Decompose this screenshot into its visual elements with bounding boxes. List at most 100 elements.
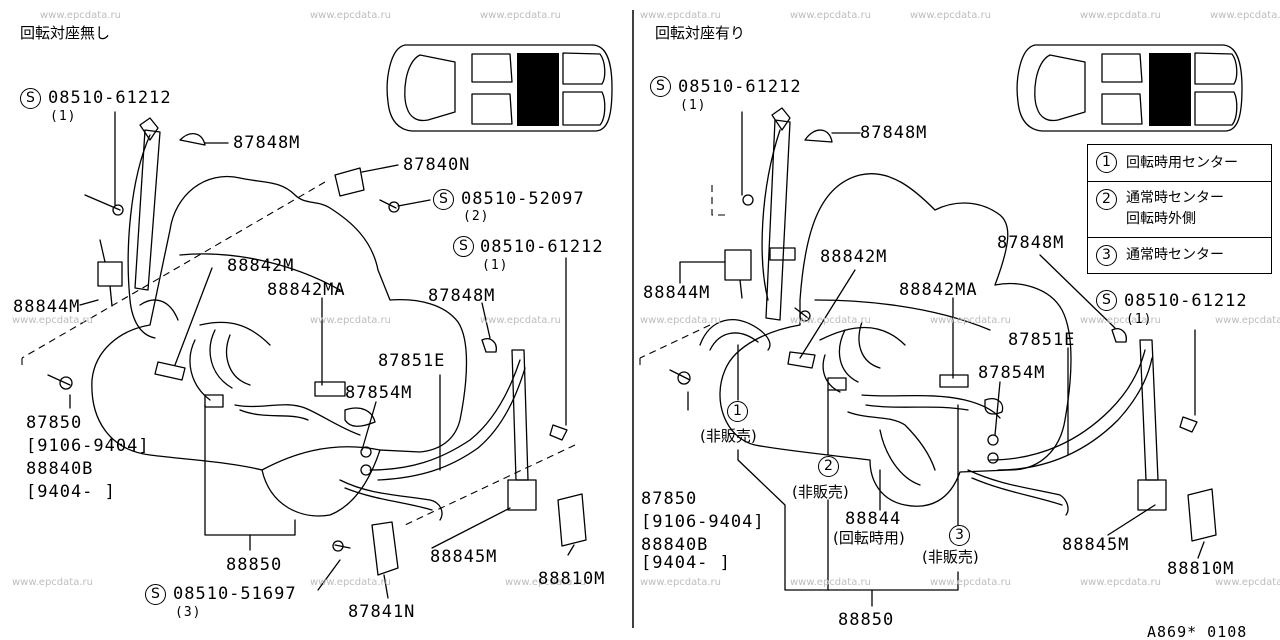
part-label: 88845M: [1062, 535, 1130, 555]
left-leader-lines: [69, 111, 575, 599]
watermark: www.epcdata.ru: [640, 577, 721, 588]
part-label: 87850: [641, 489, 698, 509]
legend-number-badge: 1: [1096, 152, 1117, 173]
part-label: 87854M: [978, 363, 1046, 383]
part-label: 88844M: [643, 283, 711, 303]
watermark: www.epcdata.ru: [505, 577, 586, 588]
left-panel-title: 回転対座無し: [20, 24, 111, 42]
part-label: 87854M: [345, 383, 413, 403]
date-range-label: [9404- ]: [26, 482, 116, 502]
quantity-label: (1): [1126, 312, 1153, 327]
watermark: www.epcdata.ru: [1215, 315, 1280, 326]
part-label: 88842MA: [267, 280, 346, 300]
quantity-label: (1): [680, 98, 707, 113]
not-for-sale-note: (非販売): [700, 427, 757, 445]
watermark: www.epcdata.ru: [790, 315, 871, 326]
left-belt-hardware: [47, 117, 587, 576]
watermark: www.epcdata.ru: [930, 577, 1011, 588]
part-label: 87841N: [348, 602, 416, 622]
watermark: www.epcdata.ru: [930, 315, 1011, 326]
legend-text: 通常時センター: [1126, 190, 1224, 206]
part-label: 08510-61212: [1124, 291, 1248, 311]
watermark: www.epcdata.ru: [640, 10, 721, 21]
legend-table: 1 回転時用センター 2 通常時センター 回転時外側 3 通常時センター: [1087, 144, 1272, 274]
part-label: 88842M: [820, 247, 888, 267]
part-label: 88840B: [26, 459, 94, 479]
part-label: 08510-61212: [48, 88, 172, 108]
left-seat-drawing: [21, 175, 576, 526]
legend-row: 1 回転時用センター: [1088, 145, 1271, 182]
part-label: 88844: [845, 509, 902, 529]
date-range-label: [9106-9404]: [26, 436, 150, 456]
part-label: 87840N: [403, 155, 471, 175]
watermark: www.epcdata.ru: [12, 315, 93, 326]
quantity-label: (2): [463, 209, 490, 224]
watermark: www.epcdata.ru: [310, 10, 391, 21]
part-label: 88840B: [641, 535, 709, 555]
legend-number-badge: 3: [1096, 245, 1117, 266]
s-mark-icon: S: [20, 88, 41, 109]
watermark: www.epcdata.ru: [790, 10, 871, 21]
part-label: 87848M: [428, 286, 496, 306]
left-car-silhouette: [386, 44, 613, 132]
part-label: 08510-51697: [173, 584, 297, 604]
right-belt-hardware: [669, 107, 1217, 542]
watermark: www.epcdata.ru: [640, 315, 721, 326]
not-for-sale-note: (非販売): [922, 548, 979, 566]
watermark: www.epcdata.ru: [310, 577, 391, 588]
quantity-label: (1): [50, 109, 77, 124]
watermark: www.epcdata.ru: [1080, 577, 1161, 588]
watermark: www.epcdata.ru: [910, 10, 991, 21]
part-label: 88842MA: [899, 280, 978, 300]
s-mark-icon: S: [453, 236, 474, 257]
diagram-code: A869* 0108: [1147, 623, 1248, 640]
date-range-label: [9106-9404]: [641, 512, 765, 532]
part-label: 87848M: [997, 233, 1065, 253]
s-mark-icon: S: [433, 189, 454, 210]
not-for-sale-note: (非販売): [792, 483, 849, 501]
part-label: 88810M: [538, 569, 606, 589]
legend-number-badge: 2: [1096, 189, 1117, 210]
part-label: 87851E: [378, 351, 446, 371]
watermark: www.epcdata.ru: [480, 10, 561, 21]
part-label: 87848M: [860, 123, 928, 143]
legend-row: 2 通常時センター 回転時外側: [1088, 182, 1271, 238]
legend-text: 通常時センター: [1126, 247, 1224, 263]
part-label: 88850: [226, 555, 283, 575]
part-label: 87850: [26, 413, 83, 433]
part-label: 88845M: [430, 547, 498, 567]
legend-text-second-line: 回転時外側: [1126, 211, 1196, 227]
s-mark-icon: S: [650, 76, 671, 97]
legend-row: 3 通常時センター: [1088, 238, 1271, 272]
watermark: www.epcdata.ru: [1210, 10, 1280, 21]
watermark: www.epcdata.ru: [310, 315, 391, 326]
part-label: 88850: [838, 610, 895, 630]
note-number-badge: 2: [818, 456, 839, 477]
watermark: www.epcdata.ru: [40, 10, 121, 21]
s-mark-icon: S: [145, 584, 166, 605]
watermark: www.epcdata.ru: [1215, 577, 1280, 588]
part-label: 87851E: [1008, 330, 1076, 350]
quantity-label: (1): [482, 258, 509, 273]
right-seat-drawing: [639, 173, 1072, 507]
quantity-label: (3): [175, 605, 202, 620]
note-number-badge: 1: [727, 401, 748, 422]
part-label: 88842M: [227, 256, 295, 276]
note-number-badge: 3: [949, 525, 970, 546]
part-label: 88810M: [1167, 559, 1235, 579]
right-panel-title: 回転対座有り: [655, 24, 746, 42]
s-mark-icon: S: [1096, 290, 1117, 311]
rotation-use-note: (回転時用): [833, 529, 905, 547]
part-label: 08510-61212: [480, 237, 604, 257]
watermark: www.epcdata.ru: [12, 577, 93, 588]
part-label: 87848M: [233, 133, 301, 153]
right-leader-lines: [679, 111, 1205, 607]
watermark: www.epcdata.ru: [790, 577, 871, 588]
watermark: www.epcdata.ru: [480, 315, 561, 326]
date-range-label: [9404- ]: [641, 553, 731, 573]
right-car-silhouette: [1016, 44, 1243, 132]
part-label: 88844M: [13, 297, 81, 317]
part-label: 08510-52097: [461, 189, 585, 209]
